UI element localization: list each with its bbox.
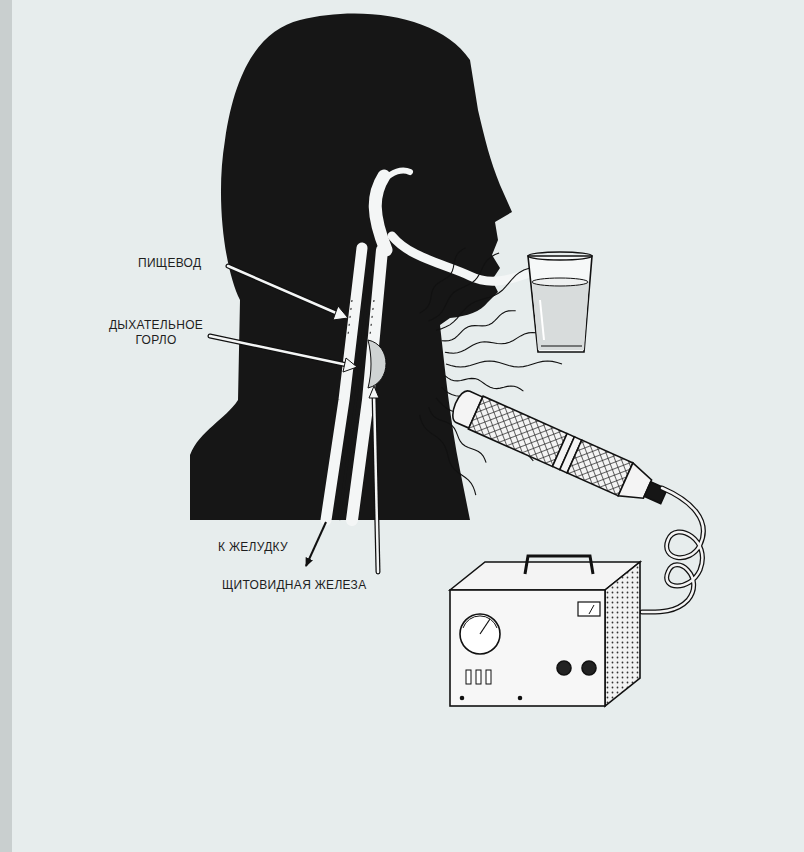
page-edge — [0, 0, 12, 852]
passage-divider — [339, 250, 372, 520]
counter-box — [450, 556, 640, 706]
radiation-wave — [445, 376, 524, 391]
water-glass — [528, 252, 592, 352]
passages — [326, 170, 532, 520]
leader-head — [343, 358, 357, 372]
cable — [642, 488, 703, 612]
radiation-wave — [446, 361, 562, 367]
part-label: ЩИТОВИДНАЯ ЖЕЛЕЗА — [222, 578, 392, 593]
head-silhouette — [190, 13, 512, 520]
detector-probe — [448, 387, 671, 513]
passage-flow — [348, 300, 374, 335]
stomach-arrow — [306, 522, 326, 566]
radiation-wave — [442, 311, 516, 341]
leader-head — [369, 386, 379, 398]
radiation-wave — [445, 333, 541, 354]
direction-label: К ЖЕЛУДКУ — [218, 540, 308, 555]
part-label: ПИЩЕВОД — [138, 256, 218, 271]
leader-head — [333, 306, 348, 320]
part-label: ДЫХАТЕЛЬНОЕ ГОРЛО — [106, 318, 206, 348]
radiation-wave — [436, 267, 533, 330]
thyroid-gland — [368, 340, 386, 388]
leader-lines — [210, 266, 378, 572]
cable-highlight — [642, 488, 703, 612]
radiation-wave — [420, 248, 466, 314]
